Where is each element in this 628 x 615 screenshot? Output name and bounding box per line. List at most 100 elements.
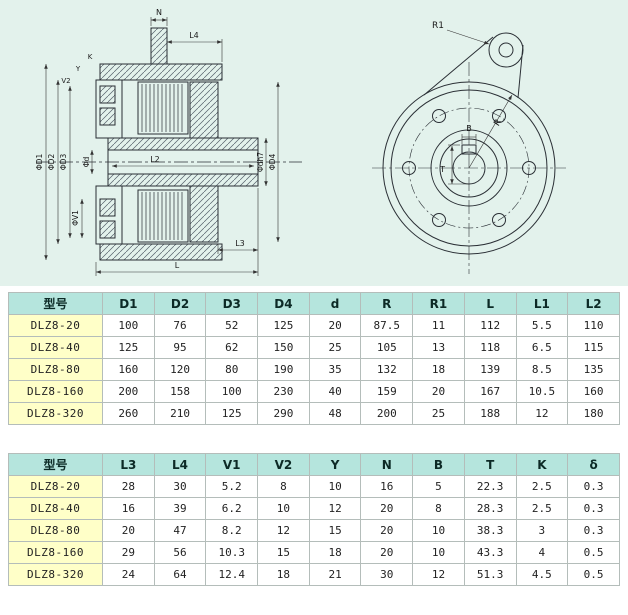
dim-label-l: L	[175, 261, 180, 270]
table-cell: 4	[515, 541, 569, 564]
model-cell: DLZ8-20	[8, 314, 103, 337]
table-cell: 112	[463, 314, 517, 337]
section-view: N L4 K Y V2 ΦD1 ΦD2 ΦD3 Φd ΦV1 L2 Φdh7 Φ…	[35, 8, 302, 276]
dim-label-v2: V2	[61, 77, 70, 85]
table-cell: 51.3	[463, 563, 517, 586]
table-cell: 188	[463, 402, 517, 425]
friction-plates-upper	[141, 84, 183, 132]
table-cell: 10	[308, 475, 362, 498]
table-header-cell: D2	[153, 292, 207, 315]
table-cell: 6.5	[515, 336, 569, 359]
table-cell: 38.3	[463, 519, 517, 542]
table-cell: 159	[360, 380, 414, 403]
dim-label-dh7: Φdh7	[256, 152, 265, 172]
section-dimension-lines	[44, 17, 280, 276]
table-cell: 8.5	[515, 358, 569, 381]
table-cell: 139	[463, 358, 517, 381]
table-cell: 0.5	[567, 541, 620, 564]
table-cell: 0.3	[567, 497, 620, 520]
dim-label-d: Φd	[82, 156, 91, 167]
table-cell: 10	[257, 497, 310, 520]
model-cell: DLZ8-320	[8, 563, 103, 586]
table-cell: 80	[205, 358, 259, 381]
table-cell: 10.3	[205, 541, 259, 564]
table-cell: 3	[515, 519, 569, 542]
table-cell: 24	[102, 563, 155, 586]
table-cell: 22.3	[463, 475, 517, 498]
table-cell: 118	[463, 336, 517, 359]
table-cell: 12.4	[205, 563, 259, 586]
table-cell: 100	[102, 314, 155, 337]
table-cell: 87.5	[360, 314, 414, 337]
model-cell: DLZ8-160	[8, 541, 103, 564]
table-header-cell: R	[360, 292, 414, 315]
table-header-cell: R1	[412, 292, 465, 315]
table-gap	[8, 425, 620, 453]
table-cell: 10.5	[515, 380, 569, 403]
table-cell: 30	[360, 563, 414, 586]
table-cell: 95	[153, 336, 207, 359]
model-cell: DLZ8-160	[8, 380, 103, 403]
table-cell: 115	[567, 336, 620, 359]
table-cell: 6.2	[205, 497, 259, 520]
model-cell: DLZ8-80	[8, 519, 103, 542]
table-header-cell: δ	[567, 453, 620, 476]
table-cell: 12	[257, 519, 310, 542]
dim-label-l3: L3	[235, 239, 245, 248]
table-cell: 12	[412, 563, 465, 586]
table-cell: 260	[102, 402, 155, 425]
table-header-cell: V2	[257, 453, 310, 476]
table-cell: 20	[360, 497, 414, 520]
table-cell: 5.2	[205, 475, 259, 498]
table-cell: 20	[102, 519, 155, 542]
table-cell: 20	[360, 519, 414, 542]
table-header-cell: L1	[515, 292, 569, 315]
table-cell: 160	[102, 358, 155, 381]
bolt-holes	[402, 109, 536, 227]
model-cell: DLZ8-80	[8, 358, 103, 381]
table-cell: 20	[360, 541, 414, 564]
table-cell: 132	[360, 358, 414, 381]
table-header-cell: L4	[153, 453, 207, 476]
dim-label-t: T	[439, 165, 445, 174]
table-cell: 12	[515, 402, 569, 425]
table-header-cell: D1	[102, 292, 155, 315]
front-dimension-lines	[446, 29, 513, 185]
table-cell: 190	[257, 358, 310, 381]
dim-label-d3: ΦD3	[59, 154, 68, 171]
table-header-cell: L	[463, 292, 517, 315]
model-cell: DLZ8-40	[8, 336, 103, 359]
table-cell: 4.5	[515, 563, 569, 586]
dim-label-r: R	[492, 118, 504, 129]
table-cell: 120	[153, 358, 207, 381]
dim-label-b: B	[466, 124, 472, 133]
table-cell: 20	[308, 314, 362, 337]
table-cell: 56	[153, 541, 207, 564]
table-cell: 12	[308, 497, 362, 520]
table-cell: 8.2	[205, 519, 259, 542]
table-cell: 2.5	[515, 497, 569, 520]
table-cell: 105	[360, 336, 414, 359]
table-header-cell: Y	[308, 453, 362, 476]
dim-label-v1: ΦV1	[71, 210, 80, 226]
dim-label-n: N	[156, 8, 162, 17]
table-cell: 160	[567, 380, 620, 403]
table-cell: 48	[308, 402, 362, 425]
table-cell: 29	[102, 541, 155, 564]
upper-assembly	[95, 63, 223, 139]
table-cell: 230	[257, 380, 310, 403]
table-cell: 290	[257, 402, 310, 425]
dim-label-y: Y	[75, 65, 81, 73]
table-header-cell: d	[308, 292, 362, 315]
table-cell: 5	[412, 475, 465, 498]
dim-label-d4: ΦD4	[268, 154, 277, 171]
